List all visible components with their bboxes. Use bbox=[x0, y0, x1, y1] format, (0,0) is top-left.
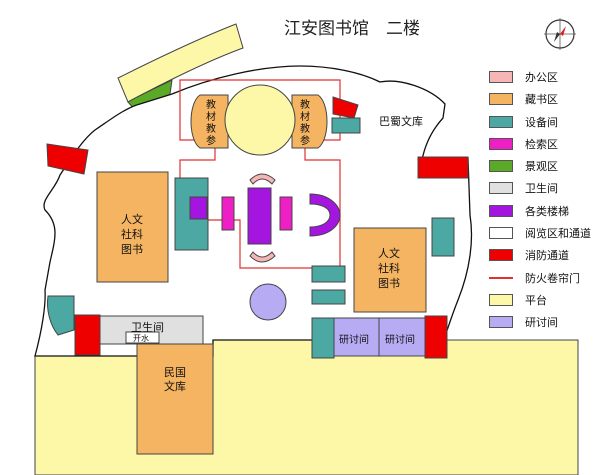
legend-item-fire: 消防通道 bbox=[488, 246, 600, 268]
legend-swatch bbox=[489, 227, 513, 240]
legend: 办公区藏书区设备间检索区景观区卫生间各类楼梯阅览区和通道消防通道防火卷帘门平台研… bbox=[488, 68, 600, 336]
legend-item-stacks: 藏书区 bbox=[488, 90, 600, 112]
legend-label: 各类楼梯 bbox=[525, 204, 569, 218]
legend-swatch bbox=[489, 249, 513, 262]
legend-swatch bbox=[489, 182, 513, 195]
fire-exit-3 bbox=[417, 156, 469, 179]
equipment-room-7 bbox=[47, 295, 75, 336]
legend-item-restroom: 卫生间 bbox=[488, 179, 600, 201]
legend-label: 办公区 bbox=[525, 71, 558, 84]
label-seminar-1: 研讨间 bbox=[339, 335, 369, 346]
equipment-room-3 bbox=[431, 217, 455, 257]
legend-item-office: 办公区 bbox=[488, 68, 600, 90]
equipment-room-2 bbox=[331, 117, 361, 134]
stairs-3 bbox=[309, 193, 341, 237]
humanities-right-area bbox=[353, 227, 427, 313]
seat-arc-bottom bbox=[249, 251, 276, 263]
humanities-left-area bbox=[96, 171, 169, 283]
legend-swatch bbox=[489, 71, 513, 83]
legend-label: 消防通道 bbox=[525, 249, 569, 263]
legend-item-equipment: 设备间 bbox=[488, 113, 600, 135]
legend-label: 防火卷帘门 bbox=[525, 271, 580, 285]
stairs-2 bbox=[247, 187, 272, 245]
legend-item-platform: 平台 bbox=[488, 291, 600, 313]
stairs-1 bbox=[189, 196, 208, 220]
compass-icon bbox=[544, 18, 576, 50]
legend-label: 平台 bbox=[525, 293, 547, 307]
seminar-room-2 bbox=[378, 317, 426, 357]
equipment-room-6 bbox=[311, 317, 335, 359]
legend-label: 阅览区和通道 bbox=[525, 227, 591, 241]
page-title: 江安图书馆 二楼 bbox=[284, 19, 420, 39]
search-area-2 bbox=[279, 196, 293, 231]
legend-item-reading: 阅览区和通道 bbox=[488, 224, 600, 246]
legend-swatch bbox=[489, 204, 513, 217]
label-teaching-left: 教材教参 bbox=[206, 100, 216, 147]
equipment-room-5 bbox=[311, 289, 346, 305]
label-teaching-right: 教材教参 bbox=[300, 100, 310, 147]
label-seminar-2: 研讨间 bbox=[385, 335, 415, 346]
legend-swatch bbox=[489, 316, 513, 329]
label-humanities-left: 人文社科图书 bbox=[121, 213, 143, 256]
seat-arc-top bbox=[249, 173, 276, 185]
fire-exit-1 bbox=[46, 143, 89, 175]
equipment-room-4 bbox=[311, 265, 346, 283]
legend-item-search: 检索区 bbox=[488, 135, 600, 157]
legend-item-shutter: 防火卷帘门 bbox=[488, 269, 600, 291]
label-restroom: 卫生间 bbox=[131, 321, 164, 334]
minguo-area bbox=[136, 343, 214, 455]
central-atrium bbox=[224, 84, 296, 156]
search-area-1 bbox=[221, 196, 235, 231]
legend-label: 卫生间 bbox=[525, 182, 558, 196]
water-area bbox=[125, 331, 160, 344]
label-water: 开水 bbox=[133, 334, 149, 343]
legend-swatch bbox=[489, 293, 513, 306]
legend-swatch bbox=[489, 115, 513, 128]
legend-label: 景观区 bbox=[525, 160, 558, 174]
legend-item-landscape: 景观区 bbox=[488, 157, 600, 179]
legend-item-stairs: 各类楼梯 bbox=[488, 202, 600, 224]
fire-exit-4 bbox=[74, 314, 101, 356]
seminar-round bbox=[249, 283, 287, 321]
fire-exit-2 bbox=[332, 96, 359, 119]
teaching-right-area bbox=[291, 94, 328, 149]
legend-swatch bbox=[489, 160, 513, 173]
legend-swatch bbox=[489, 93, 513, 106]
seminar-room-1 bbox=[333, 317, 380, 357]
legend-item-seminar: 研讨间 bbox=[488, 313, 600, 335]
legend-swatch bbox=[489, 276, 513, 279]
platform-area bbox=[34, 339, 579, 475]
label-bashu: 巴蜀文库 bbox=[379, 115, 423, 128]
legend-label: 研讨间 bbox=[525, 316, 558, 330]
legend-label: 设备间 bbox=[525, 115, 558, 129]
label-humanities-right: 人文社科图书 bbox=[378, 247, 400, 290]
fire-exit-5 bbox=[424, 315, 448, 359]
label-minguo: 民国文库 bbox=[164, 366, 186, 393]
legend-label: 检索区 bbox=[525, 137, 558, 151]
legend-label: 藏书区 bbox=[525, 93, 558, 107]
teaching-left-area bbox=[190, 94, 229, 149]
legend-swatch bbox=[489, 137, 513, 150]
